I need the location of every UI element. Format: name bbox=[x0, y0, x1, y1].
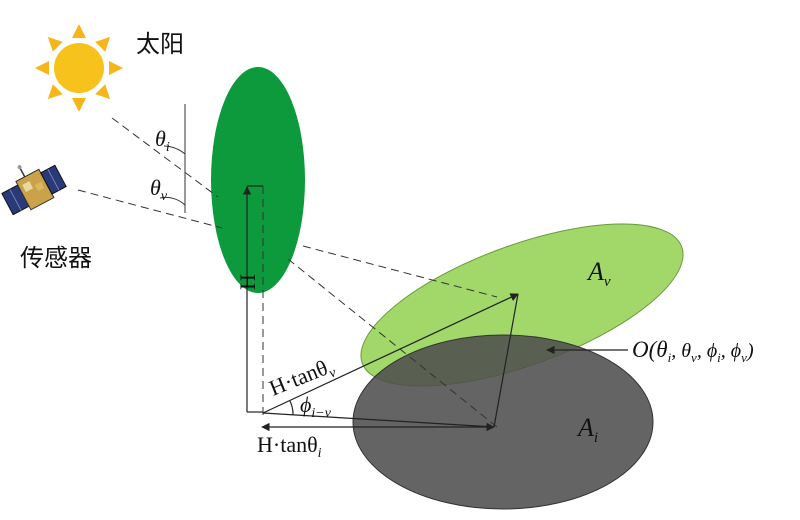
ray-to-ai bbox=[287, 258, 498, 428]
height-label: H bbox=[235, 274, 260, 290]
height-arrow bbox=[242, 185, 263, 413]
phi-arc bbox=[289, 400, 294, 416]
theta-i-arc bbox=[163, 145, 186, 155]
sun-disc bbox=[54, 43, 104, 93]
o-point-label: O(θi, θv, ϕi, ϕv) bbox=[632, 337, 754, 365]
leaf-ellipse bbox=[211, 67, 305, 293]
phi-label: ϕi−v bbox=[300, 392, 332, 421]
h-tan-theta-i-label: H·tanθi bbox=[257, 432, 322, 461]
ray-to-av bbox=[302, 245, 498, 298]
av-label: Av bbox=[586, 257, 611, 290]
projection-vectors bbox=[261, 293, 519, 432]
shadow-ellipse-ai bbox=[352, 334, 654, 510]
ai-label: Ai bbox=[576, 413, 598, 446]
satellite-icon bbox=[1, 164, 67, 216]
vector-av-ai bbox=[493, 293, 519, 428]
sun-label: 太阳 bbox=[136, 30, 184, 58]
sun-icon bbox=[35, 24, 123, 112]
vector-h-tan-v bbox=[262, 293, 519, 414]
sensor-label: 传感器 bbox=[20, 244, 92, 272]
theta-i-label: θi bbox=[155, 126, 170, 155]
dashed-rays bbox=[77, 117, 498, 428]
sun-ray-upper bbox=[111, 117, 219, 198]
sensor-ray-upper bbox=[77, 189, 223, 229]
theta-v-label: θv bbox=[150, 175, 168, 204]
theta-v-arc bbox=[159, 196, 186, 206]
